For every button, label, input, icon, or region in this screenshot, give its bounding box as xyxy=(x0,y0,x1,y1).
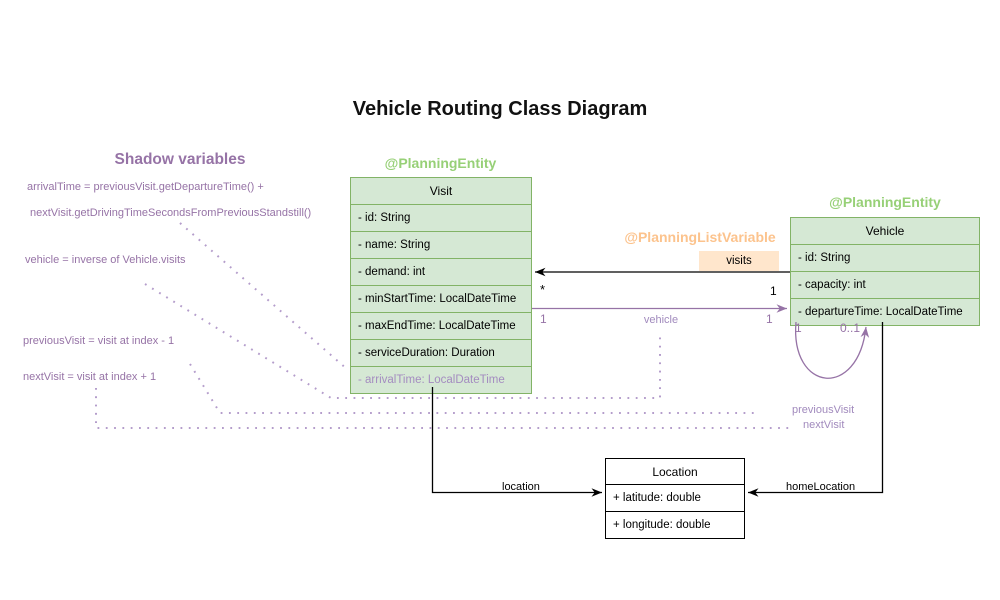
shadow-formula-drivingtime: nextVisit.getDrivingTimeSecondsFromPrevi… xyxy=(30,207,312,219)
vehicle-multiplicity-visit-side: 1 xyxy=(540,312,547,326)
visits-multiplicity-visit-side: * xyxy=(540,282,546,297)
location-class-name: Location xyxy=(652,464,698,479)
location-class-box: Location + latitude: double + longitude:… xyxy=(605,458,745,539)
location-attr-latitude: + latitude: double xyxy=(606,484,744,511)
visit-attr-name: - name: String xyxy=(351,231,531,258)
vehicle-class-box: Vehicle - id: String - capacity: int - d… xyxy=(790,217,980,326)
dotted-link-arrivaltime xyxy=(179,222,349,371)
visit-attr-arrivaltime: - arrivalTime: LocalDateTime xyxy=(351,366,531,393)
shadow-formula-previousvisit: previousVisit = visit at index - 1 xyxy=(23,335,175,347)
visit-attr-serviceduration: - serviceDuration: Duration xyxy=(351,339,531,366)
shadow-formula-vehicle: vehicle = inverse of Vehicle.visits xyxy=(25,254,186,266)
visits-association-label: visits xyxy=(699,251,779,271)
vehicle-attr-departuretime: - departureTime: LocalDateTime xyxy=(791,298,979,325)
visit-attr-minstarttime: - minStartTime: LocalDateTime xyxy=(351,285,531,312)
shadow-variables-heading: Shadow variables xyxy=(114,151,246,168)
planning-list-variable-annotation: @PlanningListVariable xyxy=(624,229,776,245)
shadow-formula-nextvisit: nextVisit = visit at index + 1 xyxy=(23,371,157,383)
shadow-formula-arrivaltime: arrivalTime = previousVisit.getDeparture… xyxy=(27,181,264,193)
vehicle-multiplicity-vehicle-side: 1 xyxy=(766,312,773,326)
page-title: Vehicle Routing Class Diagram xyxy=(352,98,648,120)
home-location-edge-label: homeLocation xyxy=(786,481,856,493)
vehicle-planning-entity-annotation: @PlanningEntity xyxy=(829,194,941,210)
location-association-line xyxy=(431,387,602,497)
location-edge-label: location xyxy=(502,481,540,493)
visit-planning-entity-annotation: @PlanningEntity xyxy=(384,155,497,171)
previous-visit-edge-label: previousVisit xyxy=(792,404,855,416)
vehicle-attr-capacity: - capacity: int xyxy=(791,271,979,298)
self-loop-multiplicity-right: 0..1 xyxy=(840,321,861,335)
location-attr-longitude: + longitude: double xyxy=(606,511,744,538)
visit-class-name: Visit xyxy=(429,184,453,198)
vehicle-attr-id: - id: String xyxy=(791,244,979,271)
visits-multiplicity-vehicle-side: 1 xyxy=(770,284,777,298)
visit-class-box: Visit - id: String - name: String - dema… xyxy=(350,177,532,394)
next-visit-edge-label: nextVisit xyxy=(803,419,845,431)
visit-attr-maxendtime: - maxEndTime: LocalDateTime xyxy=(351,312,531,339)
self-loop-multiplicity-left: 1 xyxy=(795,321,802,335)
vehicle-class-name: Vehicle xyxy=(865,224,905,238)
visit-attr-id: - id: String xyxy=(351,204,531,231)
visit-attr-demand: - demand: int xyxy=(351,258,531,285)
dotted-link-nextvisit xyxy=(95,388,790,429)
vehicle-edge-label: vehicle xyxy=(643,314,679,326)
